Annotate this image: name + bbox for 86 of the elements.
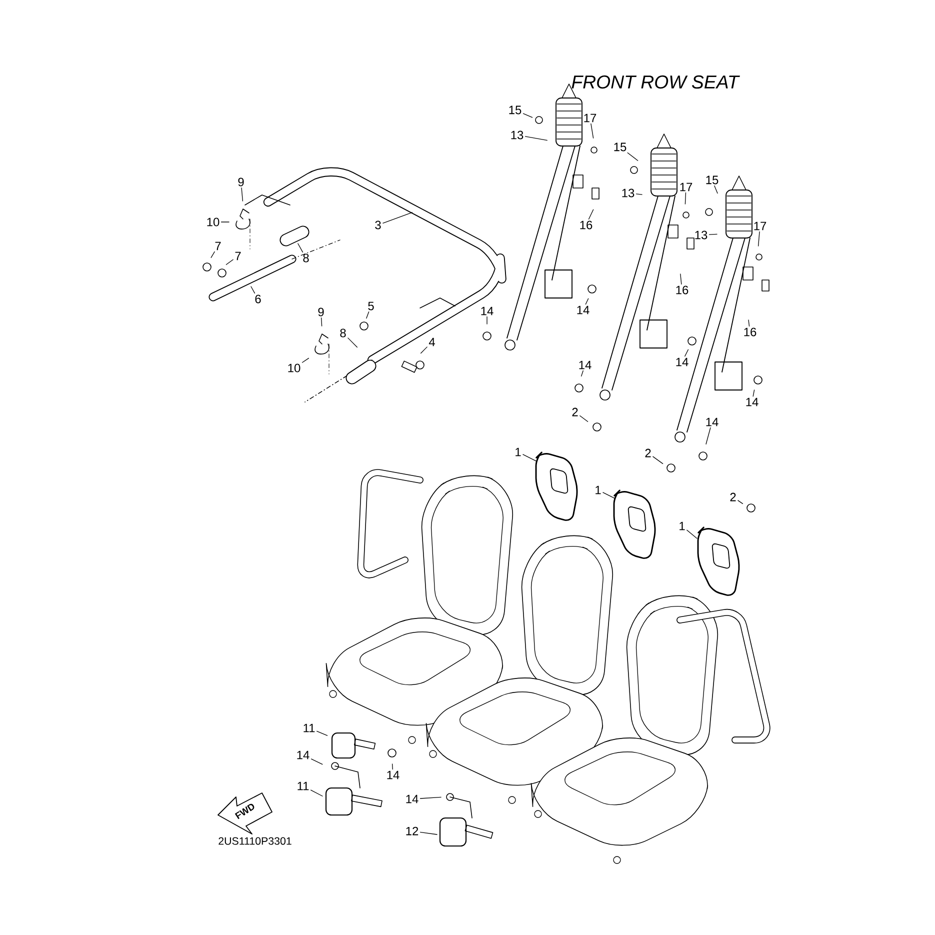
callout-number: 14 xyxy=(676,358,688,366)
callout-number: 14 xyxy=(297,750,310,760)
leader-line xyxy=(392,764,393,770)
direction-label: FWD xyxy=(234,804,254,820)
callout-number: 10 xyxy=(207,218,220,226)
callout-number: 14 xyxy=(579,360,592,370)
callout-number: 8 xyxy=(303,254,309,262)
callout-number: 13 xyxy=(695,230,708,240)
callout-number: 1 xyxy=(596,486,601,494)
leader-line xyxy=(321,318,322,326)
callout-number: 17 xyxy=(584,114,596,122)
leader-line xyxy=(758,231,760,246)
callout-number: 14 xyxy=(406,794,418,804)
leader-line xyxy=(588,209,594,220)
callout-number: 9 xyxy=(238,178,244,186)
leader-line xyxy=(226,259,234,265)
callout-number: 7 xyxy=(215,242,221,250)
leader-line xyxy=(210,251,215,258)
leader-line xyxy=(522,113,533,118)
callout-number: 11 xyxy=(298,782,309,790)
leader-line xyxy=(686,530,698,539)
callout-number: 9 xyxy=(318,308,324,316)
leader-line xyxy=(636,194,642,195)
leader-line xyxy=(627,152,638,161)
leader-line xyxy=(652,456,664,464)
leader-line xyxy=(420,832,438,835)
callout-number: 7 xyxy=(235,252,241,260)
leader-line xyxy=(590,123,594,138)
callout-number: 4 xyxy=(428,338,435,346)
callout-number: 1 xyxy=(680,522,685,530)
callout-number: 15 xyxy=(509,106,522,114)
leader-line xyxy=(708,234,718,235)
leader-line xyxy=(684,349,689,357)
callout-number: 14 xyxy=(746,398,758,406)
leader-line xyxy=(522,454,537,462)
leader-line xyxy=(524,136,548,141)
leader-line xyxy=(486,316,488,324)
leader-line xyxy=(748,320,750,326)
callout-number: 14 xyxy=(481,306,494,316)
callout-number: 17 xyxy=(680,182,692,192)
callout-number: 16 xyxy=(580,220,592,230)
leader-line xyxy=(580,415,588,422)
callout-number: 6 xyxy=(255,294,261,304)
title: FRONT ROW SEAT xyxy=(572,75,740,89)
callout-number: 14 xyxy=(577,306,590,314)
callout-number: 14 xyxy=(706,418,718,426)
leader-line xyxy=(382,212,413,224)
callout-number: 15 xyxy=(614,142,626,152)
leader-line xyxy=(580,370,584,377)
callout-number: 15 xyxy=(706,176,718,184)
callout-number: 13 xyxy=(622,188,634,198)
callout-number: 5 xyxy=(368,302,374,310)
leader-line xyxy=(310,790,323,796)
leader-line xyxy=(602,492,615,499)
callout-number: 2 xyxy=(572,408,578,416)
leader-line xyxy=(585,298,589,305)
callout-number: 14 xyxy=(387,770,400,780)
callout-number: 2 xyxy=(730,492,736,502)
leader-line xyxy=(310,758,323,765)
callout-number: 8 xyxy=(340,328,346,338)
leader-line xyxy=(684,192,686,204)
leader-line xyxy=(738,500,744,504)
callout-number: 16 xyxy=(676,286,688,294)
callout-number: 17 xyxy=(754,222,766,230)
leader-line xyxy=(706,427,711,444)
callout-number: 13 xyxy=(511,130,524,140)
leader-line xyxy=(316,730,328,736)
leader-line xyxy=(752,390,755,397)
callout-number: 3 xyxy=(375,220,381,230)
leader-line xyxy=(420,796,442,799)
drawing-code: 2US1110P3301 xyxy=(218,837,292,845)
leader-line xyxy=(250,286,256,294)
callout-number: 1 xyxy=(516,448,521,456)
callout-number: 16 xyxy=(744,328,756,336)
leader-line xyxy=(714,185,718,194)
callout-number: 12 xyxy=(406,826,418,836)
leader-line xyxy=(680,274,682,284)
leader-line xyxy=(366,311,370,319)
leader-line xyxy=(348,338,358,348)
callout-number: 2 xyxy=(645,448,651,458)
callout-number: 11 xyxy=(304,724,315,732)
callout-number: 10 xyxy=(288,364,300,372)
leader-line xyxy=(420,346,428,354)
leader-line xyxy=(298,243,304,252)
leader-line xyxy=(302,358,310,363)
leader-line xyxy=(241,188,244,202)
